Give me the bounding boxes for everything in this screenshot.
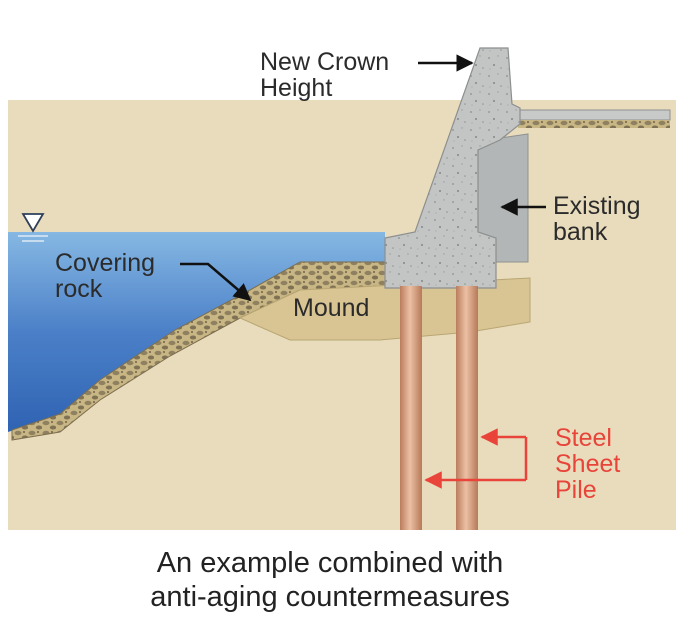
caption-line1: An example combined with [157, 547, 504, 579]
label-pile-line1: Steel [555, 424, 612, 452]
caption-line2: anti-aging countermeasures [150, 581, 509, 613]
water [8, 232, 385, 432]
label-pile-line3: Pile [555, 476, 597, 504]
label-mound: Mound [293, 294, 369, 322]
label-new-crown-line1: New Crown [260, 48, 389, 76]
land-edge [518, 120, 670, 128]
land-surface [519, 109, 671, 121]
label-existing-line2: bank [553, 218, 608, 246]
new-concrete-wall [384, 47, 521, 289]
arrow-covering-rock [180, 262, 252, 302]
label-pile-line2: Sheet [555, 450, 620, 478]
label-existing-line1: Existing [553, 192, 641, 220]
steel-sheet-pile-right [456, 286, 478, 530]
label-covering-line2: rock [55, 275, 103, 303]
label-new-crown-line2: Height [260, 74, 332, 102]
steel-sheet-pile-left [400, 286, 422, 530]
water-level-icon [18, 213, 48, 242]
label-covering-line1: Covering [55, 249, 155, 277]
